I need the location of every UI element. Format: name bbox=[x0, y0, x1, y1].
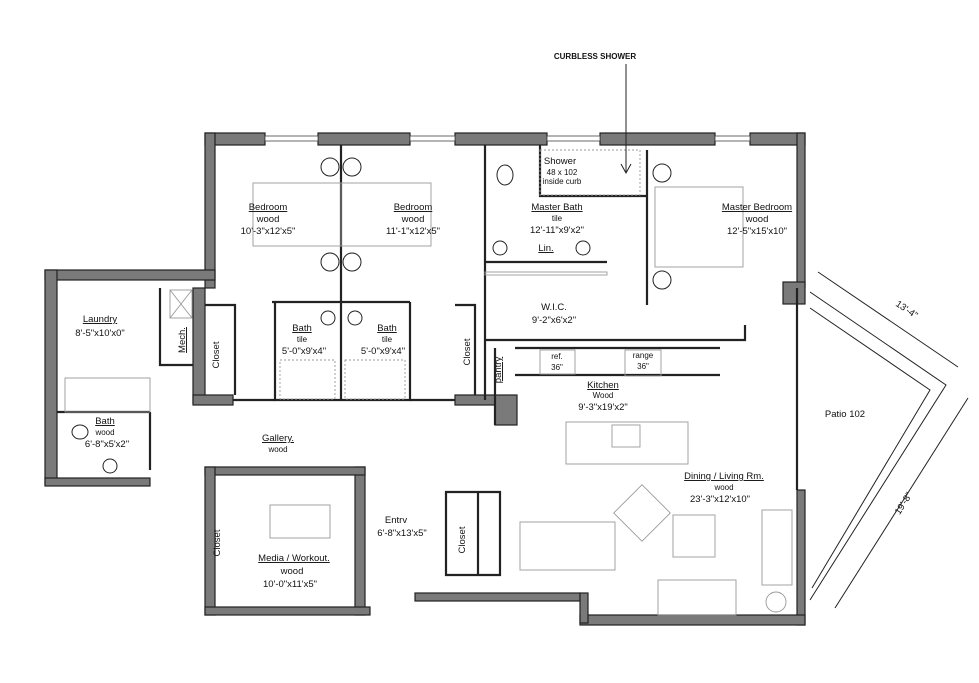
room-name: Laundry bbox=[83, 314, 118, 325]
room-floor: Wood bbox=[593, 391, 614, 400]
pantry-label: pantry bbox=[493, 357, 504, 384]
bed-icon bbox=[654, 186, 744, 268]
room-dims: 5'-0"x9'x4" bbox=[361, 346, 405, 357]
room-name: Bedroom bbox=[394, 202, 433, 213]
patio-dim-a: 13'-4" bbox=[893, 299, 919, 322]
room-name: W.I.C. bbox=[541, 302, 567, 313]
room-dims: 8'-5"x10'x0" bbox=[75, 328, 124, 339]
room-dims: 23'-3"x12'x10" bbox=[690, 494, 750, 505]
walls bbox=[44, 132, 806, 626]
room-name: Bath bbox=[377, 323, 397, 334]
room-name: Bath bbox=[95, 416, 115, 427]
room-name: Gallery. bbox=[262, 433, 294, 444]
room-name: Shower bbox=[544, 156, 576, 167]
toilet-icon bbox=[71, 424, 89, 440]
room-floor: wood bbox=[94, 428, 114, 437]
room-name: Master Bath bbox=[531, 202, 582, 213]
room-floor: wood bbox=[745, 214, 769, 225]
room-floor: wood bbox=[256, 214, 280, 225]
sink-icon bbox=[320, 310, 336, 326]
room-floor: wood bbox=[280, 566, 304, 577]
ref-label: ref. bbox=[551, 352, 563, 361]
room-name: Bath bbox=[292, 323, 312, 334]
range-label: range bbox=[633, 351, 654, 360]
room-floor: tile bbox=[297, 335, 308, 344]
shower-note: inside curb bbox=[543, 177, 582, 186]
room-labels: Bedroom wood 10'-3"x12'x5" Bedroom wood … bbox=[75, 156, 919, 590]
room-floor: wood bbox=[401, 214, 425, 225]
toilet-icon bbox=[496, 164, 514, 186]
room-name: Dining / Living Rm. bbox=[684, 471, 764, 482]
sink-icon bbox=[347, 310, 363, 326]
arrow-down-icon bbox=[620, 64, 632, 175]
sink-icon bbox=[102, 458, 118, 474]
room-name: Master Bedroom bbox=[722, 202, 792, 213]
room-dims: 12'-5"x15'x10" bbox=[727, 226, 787, 237]
sink-icon bbox=[575, 240, 591, 256]
curbless-shower-callout: CURBLESS SHOWER bbox=[554, 52, 636, 175]
curbless-shower-label: CURBLESS SHOWER bbox=[554, 52, 636, 61]
bed-icon bbox=[340, 182, 432, 247]
room-dims: 10'-0"x11'x5" bbox=[263, 579, 317, 590]
patio-label: Patio 102 bbox=[825, 409, 865, 420]
room-name: Lin. bbox=[538, 243, 553, 254]
patio bbox=[809, 271, 969, 609]
ref-size: 36" bbox=[551, 363, 563, 372]
room-dims: 9'-3"x19'x2" bbox=[578, 402, 627, 413]
room-floor: tile bbox=[552, 214, 563, 223]
closet-label: Closet bbox=[457, 526, 468, 553]
room-name: Media / Workout. bbox=[258, 553, 330, 564]
room-name: Bedroom bbox=[249, 202, 288, 213]
room-dims: 9'-2"x6'x2" bbox=[532, 315, 576, 326]
range-size: 36" bbox=[637, 362, 649, 371]
room-dims: 5'-0"x9'x4" bbox=[282, 346, 326, 357]
room-dims: 12'-11"x9'x2" bbox=[530, 225, 584, 236]
room-floor: wood bbox=[713, 483, 733, 492]
room-name: Mech. bbox=[177, 327, 188, 353]
room-dims: 10'-3"x12'x5" bbox=[241, 226, 296, 237]
room-dims: 6'-8"x13'x5" bbox=[377, 528, 426, 539]
room-floor: tile bbox=[382, 335, 393, 344]
closet-label: Closet bbox=[462, 338, 473, 365]
closet-label: Closet bbox=[211, 341, 222, 368]
room-floor: wood bbox=[267, 445, 287, 454]
shower-size: 48 x 102 bbox=[547, 168, 578, 177]
furniture bbox=[64, 149, 793, 616]
closet-label: Closet bbox=[212, 529, 223, 556]
room-name: Entrv bbox=[385, 515, 407, 526]
sink-icon bbox=[492, 240, 508, 256]
room-dims: 11'-1"x12'x5" bbox=[386, 226, 440, 237]
patio-dim-b: 19'-8" bbox=[893, 490, 915, 516]
room-name: Kitchen bbox=[587, 380, 619, 391]
room-dims: 6'-8"x5'x2" bbox=[85, 439, 129, 450]
